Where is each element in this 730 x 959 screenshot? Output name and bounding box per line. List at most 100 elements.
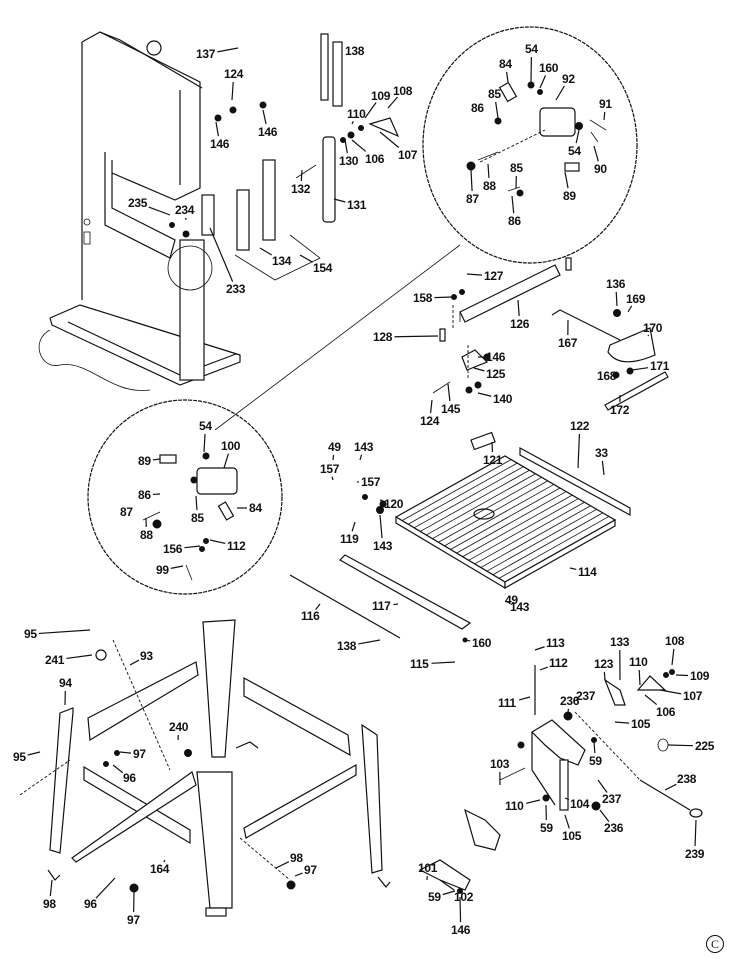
leader-line	[473, 367, 485, 372]
table-rib	[432, 476, 542, 540]
table-rib	[498, 516, 610, 579]
part-number-label: 138	[337, 639, 357, 653]
part-number-label: 146	[486, 350, 506, 364]
part-number-label: 105	[631, 717, 651, 731]
part-number-label: 85	[488, 87, 501, 101]
leader-line	[170, 565, 184, 569]
leader-line	[518, 696, 531, 701]
part-number-label: 110	[347, 107, 366, 121]
part-number-label: 106	[656, 705, 676, 719]
part-number-label: 157	[361, 475, 381, 489]
copyright-icon: C	[706, 935, 724, 953]
leader-line	[564, 814, 570, 829]
part-number-label: 91	[599, 97, 612, 111]
leader-line	[300, 169, 303, 182]
leader-line	[315, 603, 321, 611]
part-number-label: 87	[466, 192, 479, 206]
part-number-label: 88	[483, 179, 496, 193]
table-rib	[401, 459, 512, 521]
part-number-label: 171	[650, 359, 670, 373]
leader-line	[379, 499, 383, 502]
part-number-label: 97	[127, 913, 140, 927]
part-number-label: 116	[301, 609, 320, 623]
part-number-label: 93	[140, 649, 153, 663]
band-saw-body	[38, 31, 241, 391]
leader-line	[464, 639, 471, 642]
part-number-label: 114	[578, 565, 597, 579]
leader-line	[631, 367, 649, 371]
leader-line	[184, 545, 201, 549]
leader-line	[393, 603, 399, 606]
leader-line	[259, 247, 272, 256]
leader-line	[275, 861, 290, 869]
part-number-label: 239	[685, 847, 705, 861]
leader-line	[27, 751, 41, 756]
part-number-label: 240	[169, 720, 189, 734]
leader-line	[564, 171, 569, 189]
table-rib	[486, 508, 597, 572]
part-number-label: 170	[643, 321, 663, 335]
part-number-label: 143	[354, 440, 374, 454]
part-number-label: 99	[156, 563, 169, 577]
leader-line	[675, 674, 689, 677]
part-number-label: 85	[510, 161, 523, 175]
leader-line	[358, 639, 381, 645]
part-number-label: 169	[626, 292, 646, 306]
part-number-label: 234	[175, 203, 195, 217]
part-number-label: 86	[508, 214, 521, 228]
leader-line	[333, 198, 346, 203]
leader-line	[506, 71, 509, 83]
part-number-label: 237	[576, 689, 596, 703]
part-number-label: 136	[606, 277, 626, 291]
leader-line	[379, 131, 400, 148]
part-number-label: 84	[249, 501, 262, 515]
part-number-label: 130	[339, 154, 359, 168]
part-number-label: 49	[328, 440, 341, 454]
part-number-label: 106	[365, 152, 385, 166]
leader-line	[231, 81, 234, 101]
part-number-label: 168	[597, 369, 617, 383]
part-number-label: 54	[525, 42, 538, 56]
leader-line	[430, 399, 433, 414]
leader-line	[129, 659, 140, 666]
leader-line	[466, 273, 483, 276]
leader-line	[517, 299, 520, 317]
part-number-label: 233	[226, 282, 246, 296]
part-number-label: 225	[695, 739, 715, 753]
leader-line	[644, 694, 658, 706]
leader-line	[332, 454, 335, 461]
table-rib	[444, 484, 555, 547]
leader-line	[667, 744, 694, 747]
leader-line	[593, 741, 596, 754]
part-number-label: 92	[562, 72, 575, 86]
leader-line	[209, 539, 226, 545]
part-number-label: 238	[677, 772, 697, 786]
part-number-label: 158	[413, 291, 433, 305]
part-number-label: 160	[472, 636, 492, 650]
part-number-label: 109	[371, 89, 391, 103]
rip-fence	[432, 257, 572, 394]
leader-line	[534, 646, 545, 651]
part-number-label: 237	[602, 792, 622, 806]
leader-line	[526, 799, 541, 804]
leader-line	[539, 75, 547, 89]
leader-line	[203, 433, 206, 453]
part-number-label: 127	[484, 269, 504, 283]
part-number-label: 156	[163, 542, 183, 556]
leader-line	[627, 305, 633, 313]
leader-line	[344, 139, 348, 154]
part-number-label: 133	[610, 635, 630, 649]
leader-line	[331, 476, 334, 481]
leader-line	[195, 495, 198, 511]
part-number-label: 110	[629, 655, 648, 669]
part-number-label: 157	[320, 462, 340, 476]
part-number-label: 146	[258, 125, 278, 139]
part-number-label: 235	[128, 196, 148, 210]
leader-line	[439, 879, 455, 891]
part-number-label: 107	[683, 689, 703, 703]
part-number-label: 101	[418, 861, 438, 875]
leader-line	[66, 654, 93, 660]
part-number-label: 104	[570, 797, 590, 811]
